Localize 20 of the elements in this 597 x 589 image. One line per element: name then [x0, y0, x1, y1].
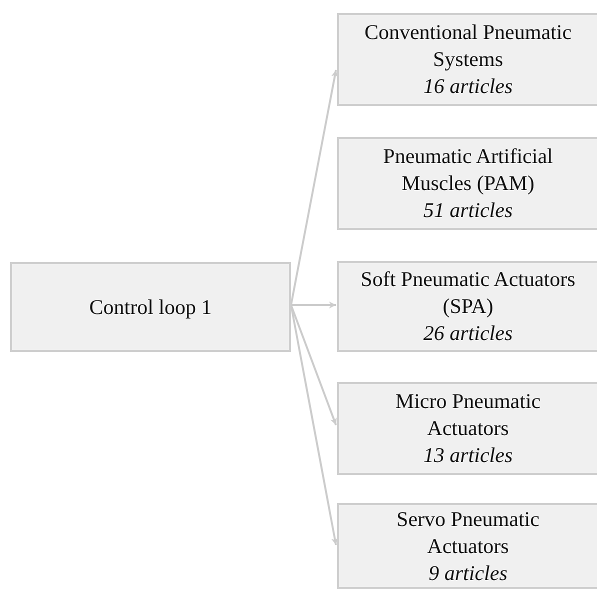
category-box: [337, 137, 597, 230]
category-title: Soft Pneumatic Actuators (SPA): [360, 266, 576, 320]
article-count: 51 articles: [423, 197, 513, 224]
category-title: Micro Pneumatic Actuators: [394, 388, 542, 442]
arrow: [290, 304, 337, 426]
category-box: [10, 262, 291, 352]
category-box: [337, 13, 597, 106]
category-title: Control loop 1: [89, 294, 212, 320]
category-title: Conventional Pneumatic Systems: [363, 19, 573, 73]
arrow: [291, 302, 336, 308]
article-count: 9 articles: [428, 560, 508, 586]
article-count: 26 articles: [423, 320, 513, 347]
article-count: 13 articles: [423, 442, 513, 469]
category-title: Servo Pneumatic Actuators: [396, 506, 540, 560]
article-count: 16 articles: [423, 73, 513, 100]
category-box: [337, 261, 597, 352]
category-box: [337, 503, 597, 589]
category-title: Pneumatic Artificial Muscles (PAM): [382, 143, 554, 197]
arrow: [290, 70, 338, 306]
category-box: [337, 382, 597, 475]
